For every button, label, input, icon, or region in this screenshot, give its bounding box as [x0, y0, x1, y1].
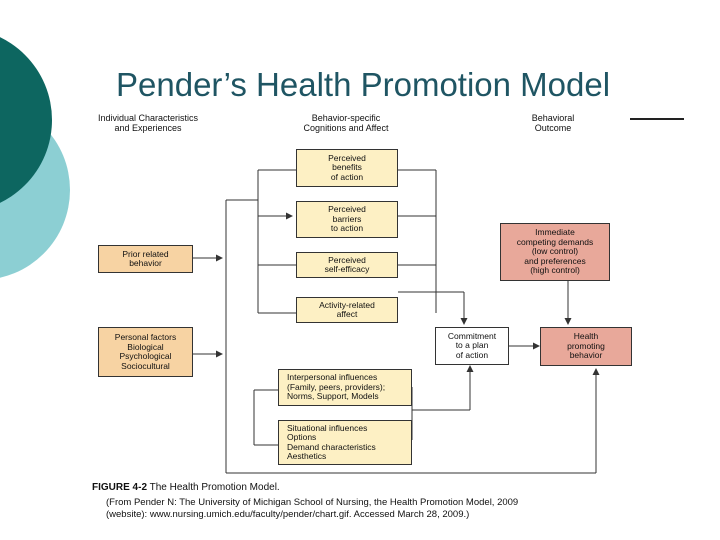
- slide-title: Pender’s Health Promotion Model: [116, 66, 611, 103]
- perceived-self-efficacy-box: Perceived self-efficacy: [296, 252, 398, 278]
- figure-text: The Health Promotion Model.: [149, 482, 280, 493]
- figure-caption: FIGURE 4-2 The Health Promotion Model.: [92, 482, 280, 493]
- situational-influences-box: Situational influences Options Demand ch…: [278, 420, 412, 465]
- slide-decoration: [0, 37, 70, 278]
- decor-circle-dark: [0, 37, 52, 203]
- header-individual: Individual Characteristics and Experienc…: [97, 113, 199, 133]
- activity-affect-box: Activity-related affect: [296, 297, 398, 323]
- perceived-barriers-box: Perceived barriers to action: [296, 201, 398, 238]
- competing-demands-box: Immediate competing demands (low control…: [500, 223, 610, 281]
- personal-factors-box: Personal factors Biological Psychologica…: [98, 327, 193, 377]
- title-rule: [630, 118, 684, 120]
- health-behavior-box: Health promoting behavior: [540, 327, 632, 366]
- header-outcome: Behavioral Outcome: [531, 113, 575, 133]
- perceived-benefits-box: Perceived benefits of action: [296, 149, 398, 187]
- interpersonal-influences-box: Interpersonal influences (Family, peers,…: [278, 369, 412, 406]
- header-cognitions: Behavior-specific Cognitions and Affect: [303, 113, 389, 133]
- commitment-box: Commitment to a plan of action: [435, 327, 509, 365]
- figure-label: FIGURE 4-2: [92, 482, 148, 493]
- figure-citation: (From Pender N: The University of Michig…: [106, 497, 519, 520]
- prior-behavior-box: Prior related behavior: [98, 245, 193, 273]
